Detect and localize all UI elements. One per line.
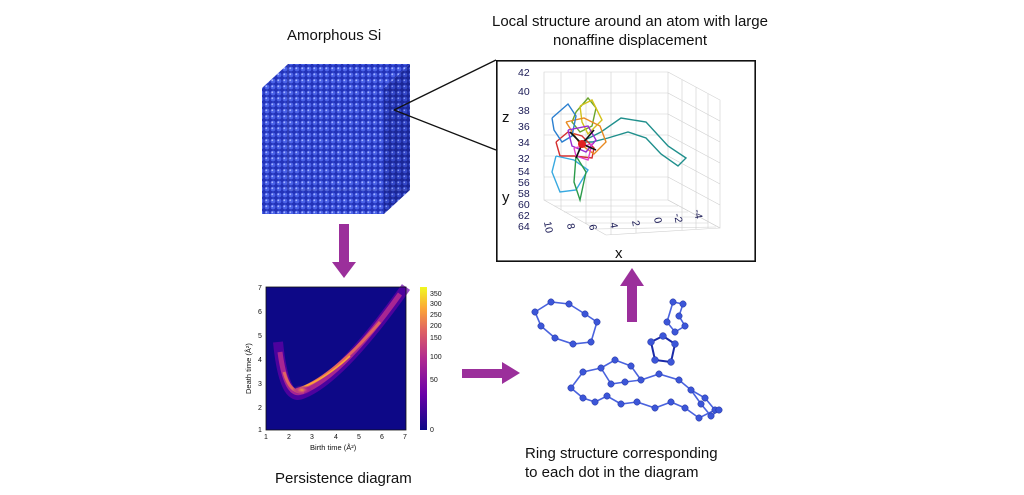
y-tick: 7 bbox=[258, 285, 262, 292]
y-tick: 5 bbox=[258, 333, 262, 340]
ring-teal bbox=[580, 117, 688, 167]
x-tick: -4 bbox=[691, 208, 704, 219]
center-atom bbox=[569, 129, 597, 159]
x-tick: 8 bbox=[564, 222, 577, 230]
colorbar-tick: 100 bbox=[430, 354, 442, 361]
ring-caption-line2: to each dot in the diagram bbox=[525, 464, 699, 481]
z-tick: 32 bbox=[518, 153, 530, 165]
colorbar-tick: 0 bbox=[430, 427, 434, 434]
arrow-down bbox=[332, 224, 356, 278]
persistence-diagram: 350 300 250 200 150 100 50 0 1 2 3 4 5 6… bbox=[244, 284, 442, 452]
x-tick: 7 bbox=[403, 434, 407, 441]
colorbar-tick: 150 bbox=[430, 335, 442, 342]
z-axis-label: z bbox=[502, 109, 510, 126]
persistence-ylabel: Death time (Å²) bbox=[244, 343, 253, 394]
x-tick: 4 bbox=[607, 221, 620, 229]
y-tick: 2 bbox=[258, 405, 262, 412]
y-tick: 64 bbox=[518, 221, 530, 233]
arrow-up bbox=[620, 268, 644, 322]
local-structure-caption-line2: nonaffine displacement bbox=[553, 32, 707, 49]
y-tick: 3 bbox=[258, 381, 262, 388]
amorphous-si-cube bbox=[262, 64, 410, 214]
colorbar-tick: 50 bbox=[430, 377, 438, 384]
y-tick: 54 bbox=[518, 166, 530, 178]
y-tick: 1 bbox=[258, 427, 262, 434]
colorbar-tick: 300 bbox=[430, 301, 442, 308]
x-tick: 4 bbox=[334, 434, 338, 441]
local-structure-plot: 42 40 38 36 34 32 54 56 58 60 62 64 10 8… bbox=[496, 60, 756, 262]
colorbar-tick: 250 bbox=[430, 312, 442, 319]
colorbar-tick: 350 bbox=[430, 291, 442, 298]
x-tick: -2 bbox=[671, 212, 684, 223]
x-tick: 10 bbox=[541, 220, 555, 234]
y-tick: 6 bbox=[258, 309, 262, 316]
y-tick: 58 bbox=[518, 188, 530, 200]
plot-frame bbox=[496, 60, 756, 262]
arrow-right bbox=[462, 362, 520, 384]
local-structure-caption: Local structure around an atom with larg… bbox=[470, 12, 790, 50]
x-tick: 5 bbox=[357, 434, 361, 441]
ring-green bbox=[573, 155, 587, 203]
y-tick: 60 bbox=[518, 199, 530, 211]
z-tick: 42 bbox=[518, 67, 530, 79]
x-tick: 3 bbox=[310, 434, 314, 441]
z-tick: 40 bbox=[518, 86, 530, 98]
z-tick: 36 bbox=[518, 121, 530, 133]
ring-olive bbox=[571, 96, 597, 133]
x-tick: 6 bbox=[586, 223, 599, 231]
y-tick: 56 bbox=[518, 177, 530, 189]
amorphous-si-caption: Amorphous Si bbox=[287, 27, 382, 44]
local-structure-caption-line1: Local structure around an atom with larg… bbox=[492, 13, 768, 30]
ring-caption-line1: Ring structure corresponding bbox=[525, 445, 718, 462]
colorbar bbox=[420, 287, 427, 430]
colorbar-tick: 200 bbox=[430, 323, 442, 330]
y-axis-label: y bbox=[502, 189, 510, 206]
persistence-xlabel: Birth time (Å²) bbox=[310, 443, 357, 452]
ring-blue bbox=[551, 102, 577, 143]
zoom-connector bbox=[393, 59, 497, 151]
x-tick: 0 bbox=[651, 216, 664, 224]
persistence-caption: Persistence diagram bbox=[275, 470, 412, 487]
heatmap-frame bbox=[265, 286, 407, 431]
ring-structure-caption: Ring structure corresponding to each dot… bbox=[525, 444, 718, 482]
x-axis-label: x bbox=[615, 245, 623, 262]
x-tick: 2 bbox=[287, 434, 291, 441]
x-tick: 6 bbox=[380, 434, 384, 441]
ring-structures bbox=[551, 96, 688, 203]
y-tick: 62 bbox=[518, 210, 530, 222]
x-tick: 1 bbox=[264, 434, 268, 441]
z-tick: 38 bbox=[518, 105, 530, 117]
ring-structure-network bbox=[531, 298, 723, 422]
y-tick: 4 bbox=[258, 357, 262, 364]
x-tick: 2 bbox=[629, 219, 642, 227]
ring-yellow bbox=[579, 99, 603, 136]
ring-top-left bbox=[534, 301, 598, 345]
z-tick: 34 bbox=[518, 137, 530, 149]
